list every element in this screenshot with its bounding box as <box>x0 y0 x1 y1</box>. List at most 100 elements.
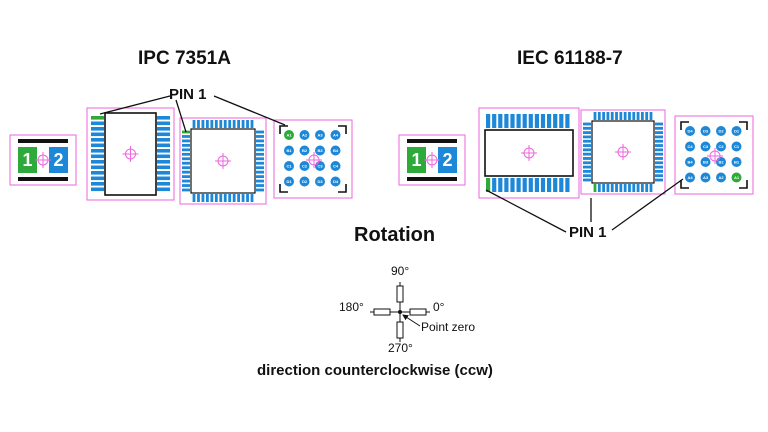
qfp-right-pad-left <box>583 174 591 178</box>
bga-right-ball <box>700 126 711 136</box>
soic-right-pad-top <box>565 114 570 128</box>
bga-left-ball <box>284 176 294 187</box>
bga-left-ball <box>330 176 341 187</box>
soic-left-pad-right <box>157 132 170 137</box>
soic-right-pad-bottom <box>492 178 497 192</box>
bga-right-origin <box>707 148 723 164</box>
qfp-right-pad-top <box>632 112 636 120</box>
qfp-right-pad-left <box>583 165 591 169</box>
qfp-left-origin <box>215 153 231 169</box>
bga-right-ball <box>716 172 726 183</box>
soic-left-origin <box>122 146 139 162</box>
pin1-label-right: PIN 1 <box>569 224 607 241</box>
chip-left-pad-1-label: 1 <box>22 150 32 170</box>
bga-left-ball-label: B1 <box>286 148 292 153</box>
soic-right-pad-bottom <box>553 178 558 192</box>
qfp-right-pad-top <box>649 112 653 120</box>
qfp-left-pad-left <box>182 152 190 156</box>
soic-right-pad-bottom <box>510 178 515 192</box>
soic-left-pad-left <box>91 116 104 120</box>
qfp-left-pad-top <box>228 120 232 128</box>
qfp-right-pad-top <box>610 112 614 120</box>
qfp-left-pad-top <box>219 120 223 128</box>
soic-right-pad-bottom <box>565 178 570 192</box>
bga-left-ball <box>299 176 310 187</box>
soic-right-pad-bottom <box>522 178 527 192</box>
qfp-right-pad-bottom <box>606 184 610 192</box>
bga-right-ball-label: A3 <box>703 175 709 180</box>
qfp-left-pad-top <box>214 120 218 128</box>
bga-right-ball-label: C1 <box>734 144 740 149</box>
soic-right-pad-bottom <box>534 178 539 192</box>
soic-right-pad-bottom <box>559 178 564 192</box>
qfp-left-pad-left <box>182 143 190 147</box>
soic-left-pad-right <box>157 165 170 170</box>
angle-270-label: 270° <box>388 341 413 355</box>
soic-left-pad-left <box>91 182 104 186</box>
qfp-left-pad-top <box>192 120 196 128</box>
soic-right-pad-bottom <box>540 178 546 192</box>
qfp-right-pad-right <box>655 169 663 173</box>
point-zero-arrow <box>402 314 421 327</box>
soic-right-pad-top <box>504 114 509 128</box>
chip-right-pad-2 <box>438 147 457 173</box>
bga-right-ball-label: D3 <box>703 129 709 134</box>
qfp-left-pad-left <box>182 148 190 152</box>
qfp-right-pad-left <box>583 122 591 126</box>
bga-right-ball-label: A4 <box>687 175 693 180</box>
bga-right-ball-label: B2 <box>718 160 724 165</box>
soic-left-pad-left <box>91 138 104 142</box>
chip-left-pad-2-label: 2 <box>53 150 63 170</box>
qfp-left-pad-bottom <box>210 194 214 202</box>
bga-left-ball-label: A1 <box>286 133 292 138</box>
qfp-right-pad-top <box>623 112 627 120</box>
pin1-leader-left-qfp <box>175 99 187 133</box>
bga-right-ball-label: A2 <box>718 175 724 180</box>
soic-left-pad-right <box>157 160 170 164</box>
bga-right-ball-label: C2 <box>718 144 724 149</box>
bga-left-ball-label: C1 <box>286 164 292 169</box>
soic-left-pad-left <box>91 121 104 126</box>
qfp-right-pad-top <box>615 112 618 120</box>
rotation-symbol <box>370 282 430 342</box>
bga-left-ball-label: C4 <box>333 164 339 169</box>
bga-right-ball <box>731 172 742 183</box>
soic-right-pad-top <box>559 114 564 128</box>
qfp-left-pad-left <box>182 166 190 170</box>
soic-right-outline <box>478 107 580 199</box>
chip-left-body-top <box>18 139 68 143</box>
qfp-right-pad-right <box>655 139 663 143</box>
qfp-left-pad-bottom <box>219 194 223 202</box>
qfp-right-pad-right <box>655 178 663 182</box>
qfp-left-pad-top <box>201 120 205 128</box>
qfp-left-outline <box>179 117 267 205</box>
qfp-left-pad-right <box>256 157 264 161</box>
bga-right-ball <box>716 126 726 136</box>
angle-0-label: 0° <box>433 300 445 314</box>
qfp-right-pad-right <box>655 126 663 130</box>
qfp-right-pad-bottom <box>632 184 636 192</box>
bga-right-ball <box>685 141 695 152</box>
bga-right-outline <box>674 115 754 195</box>
qfp-left-pad-left <box>182 139 190 143</box>
qfp-right-pad-right <box>655 161 663 165</box>
bga-left-ball <box>330 130 341 140</box>
angle-90-label: 90° <box>391 264 410 278</box>
qfp-left-pad-left <box>182 157 190 161</box>
bga-left-ball-label: D2 <box>302 179 308 184</box>
qfp-left-pad-right <box>256 143 264 147</box>
soic-left-pad-right <box>157 116 170 120</box>
qfp-left-pad-right <box>256 135 264 138</box>
bga-left-ball-label: A4 <box>333 133 339 138</box>
qfp-right-pad-left <box>583 148 591 152</box>
soic-left-outline <box>86 107 175 201</box>
chip-left-body-bottom <box>18 177 68 181</box>
angle-180-label: 180° <box>339 300 364 314</box>
point-zero-label: Point zero <box>421 320 476 334</box>
bga-right-ball-label: A1 <box>734 175 740 180</box>
qfp-right-pad-top <box>602 112 606 120</box>
bga-left-ball <box>330 145 341 156</box>
soic-right-pad-top <box>492 114 497 128</box>
qfp-left-pad-bottom <box>192 194 196 202</box>
